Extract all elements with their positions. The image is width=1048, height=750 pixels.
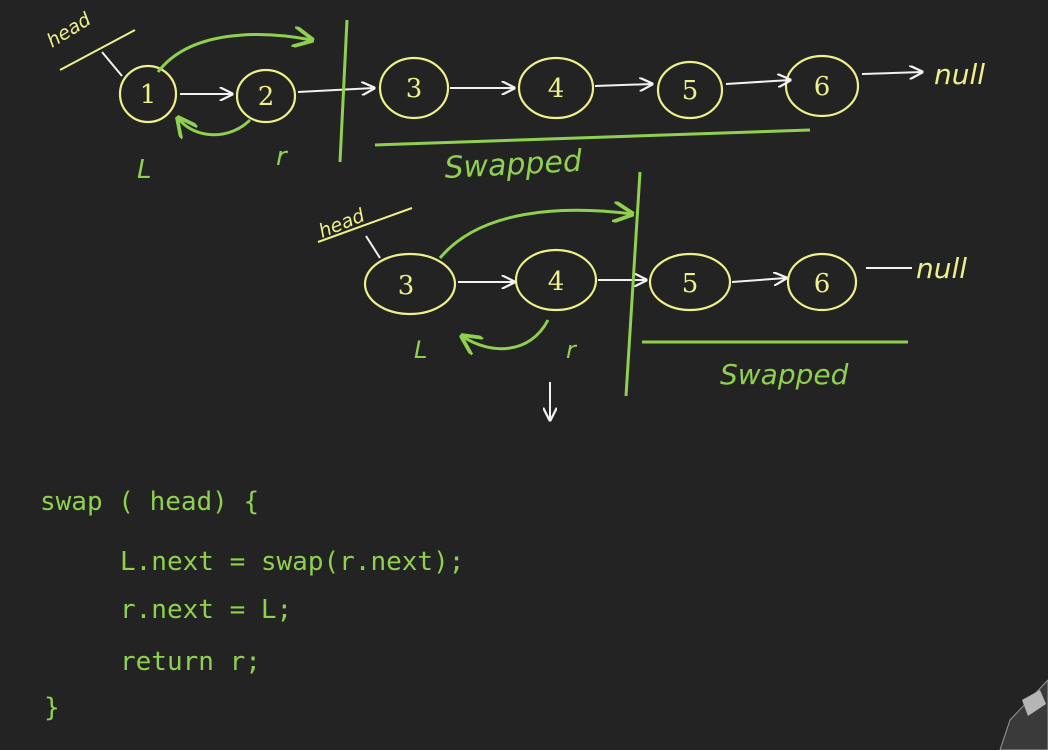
divider-1 <box>338 19 349 163</box>
code-block: swap ( head) { L.next = swap(r.next); r.… <box>40 487 464 723</box>
code-line-3: r.next = L; <box>120 595 292 625</box>
r-label-2: r <box>566 336 578 364</box>
node2-5: 5 <box>648 252 732 312</box>
swapped-underline-1 <box>374 128 811 147</box>
diagram-1: head 1 2 3 4 5 6 <box>43 8 985 186</box>
swapped-label-1: Swapped <box>444 144 584 186</box>
code-line-4: return r; <box>120 647 261 677</box>
head-pointer-1 <box>101 51 123 77</box>
arrow-4-5 <box>594 84 652 86</box>
green-curve-back-2 <box>462 319 550 349</box>
green-curve-top-1 <box>156 35 312 73</box>
node2-4: 4 <box>514 248 598 312</box>
head-pointer-2 <box>365 235 381 259</box>
svg-text:6: 6 <box>814 72 831 102</box>
l-label-2: L <box>414 336 427 364</box>
node-1: 1 <box>118 64 178 124</box>
green-curve-top-2 <box>438 210 632 259</box>
node-5: 5 <box>656 60 724 120</box>
node-6: 6 <box>784 54 860 118</box>
svg-text:4: 4 <box>548 74 565 104</box>
r-label-1: r <box>276 142 289 172</box>
head-label-2: head <box>316 204 369 243</box>
null-label-1: null <box>934 58 985 91</box>
head-underline-2 <box>317 207 413 243</box>
svg-text:5: 5 <box>682 269 699 299</box>
node-3: 3 <box>378 56 450 120</box>
green-curve-back-1 <box>178 118 252 135</box>
code-line-1: swap ( head) { <box>40 487 259 517</box>
divider-2 <box>624 171 642 397</box>
svg-text:4: 4 <box>548 267 565 297</box>
null-label-2: null <box>916 252 967 285</box>
node2-6: 6 <box>786 252 858 312</box>
node-4: 4 <box>517 56 595 120</box>
node-2: 2 <box>235 68 297 124</box>
head-label-1: head <box>43 8 96 52</box>
arrow-5-6 <box>725 80 790 84</box>
pen-cursor-icon <box>999 679 1048 750</box>
svg-text:1: 1 <box>140 80 157 110</box>
arrow-2-3 <box>297 88 374 92</box>
svg-text:5: 5 <box>682 76 699 106</box>
l-label-1: L <box>137 155 152 185</box>
arrow-6-null <box>861 72 922 74</box>
svg-text:3: 3 <box>398 271 415 301</box>
svg-text:2: 2 <box>258 82 275 112</box>
arrow2-5-6 <box>731 278 786 282</box>
svg-text:6: 6 <box>814 269 831 299</box>
diagram-2: head 3 4 5 6 null Swapped L r <box>316 171 967 420</box>
code-line-2: L.next = swap(r.next); <box>120 547 464 577</box>
svg-text:3: 3 <box>406 74 423 104</box>
head-underline-1 <box>59 29 136 71</box>
code-line-5: } <box>44 693 60 723</box>
node2-3: 3 <box>363 252 457 316</box>
swapped-label-2: Swapped <box>720 358 849 391</box>
